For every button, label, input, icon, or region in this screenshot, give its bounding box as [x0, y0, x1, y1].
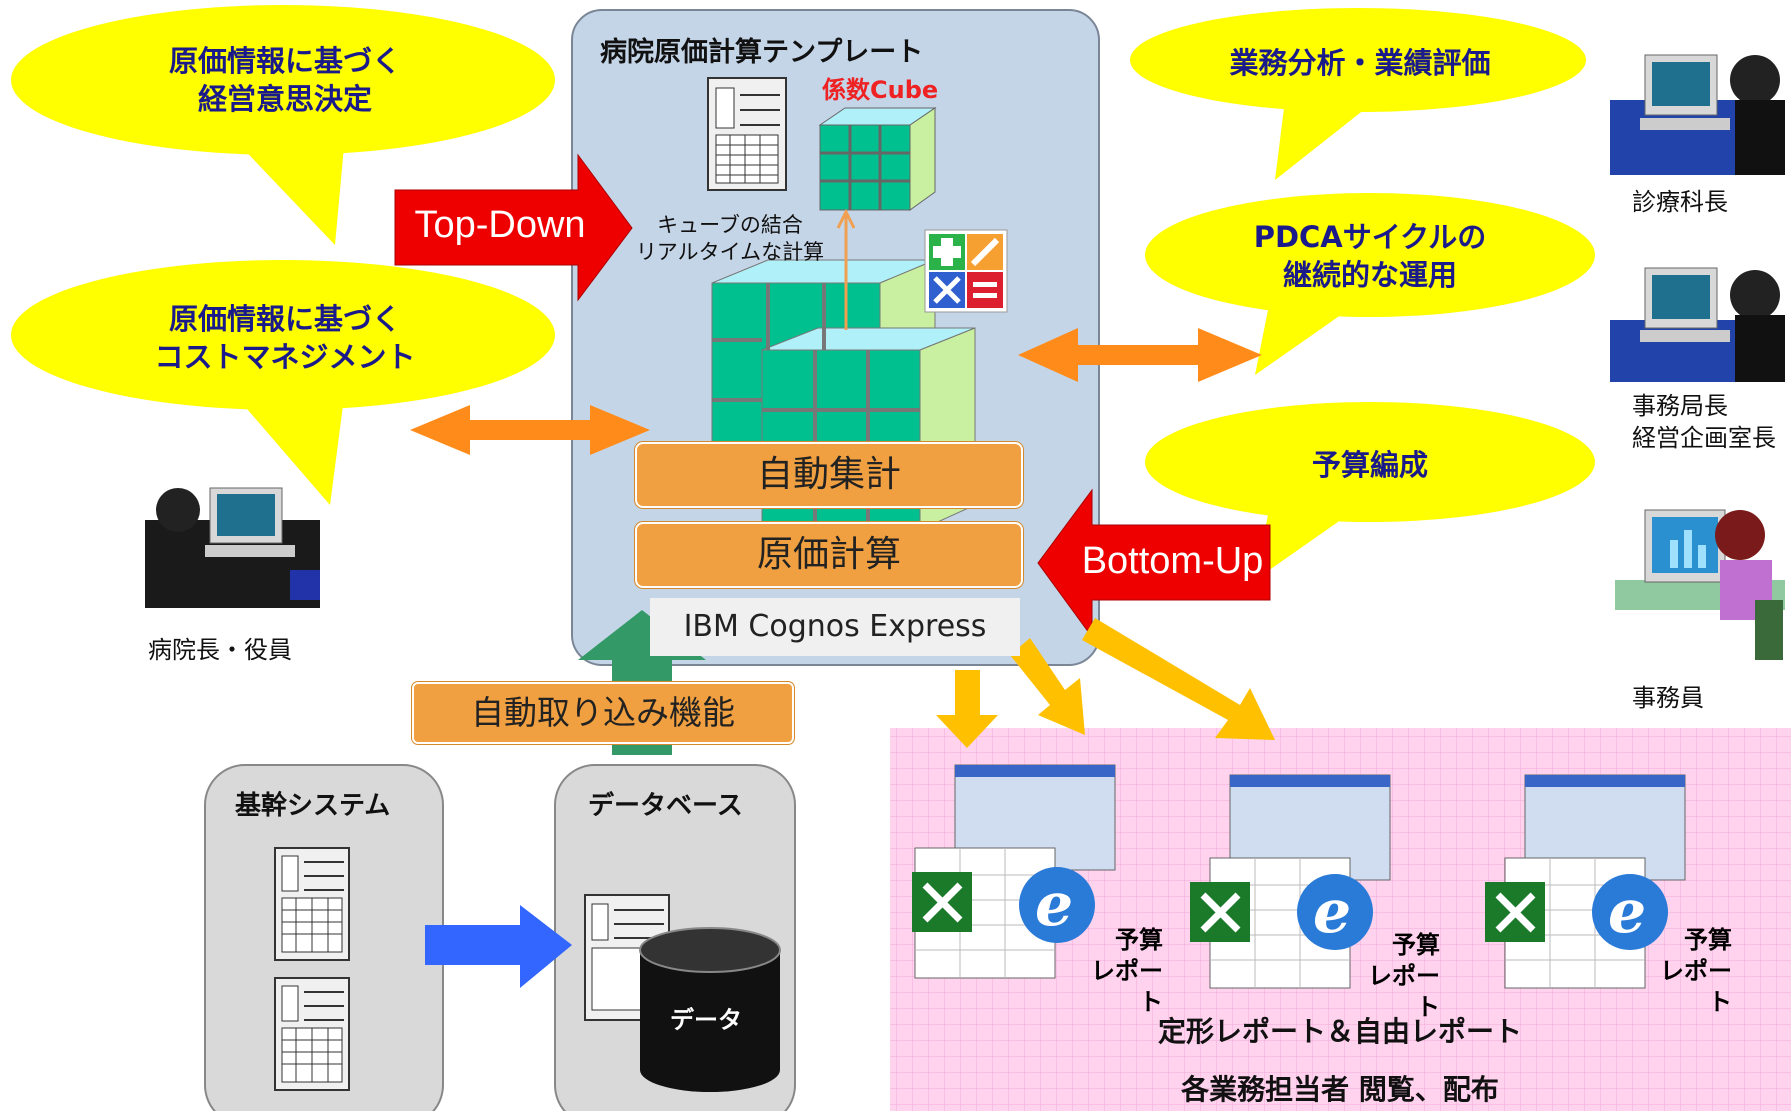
- svg-text:e: e: [1608, 877, 1646, 947]
- core-server-icon-1: [274, 847, 350, 961]
- bubble-decision: [11, 5, 555, 245]
- cube-link-arrow: [836, 208, 856, 330]
- svg-text:e: e: [1035, 870, 1073, 940]
- report-label-2-line2: レポート: [1368, 962, 1440, 1021]
- report-group-1: e: [912, 764, 1116, 979]
- coefficient-cube-label: 係数Cube: [822, 76, 939, 104]
- secretariat-line1: 事務局長: [1632, 392, 1728, 420]
- director-person-icon: [145, 487, 320, 608]
- bubble-decision-line2: 経営意思決定: [197, 82, 372, 116]
- top-down-label: Top-Down: [414, 204, 586, 246]
- calculation-icon: [924, 229, 1008, 313]
- double-arrow-left: [410, 405, 650, 455]
- secretariat-line2: 経営企画室長: [1632, 424, 1776, 452]
- core-system-title: 基幹システム: [235, 791, 391, 821]
- report-distribution: 各業務担当者 閲覧、配布: [1181, 1073, 1499, 1106]
- bubble-pdca-text: PDCAサイクルの 継続的な運用: [1195, 218, 1545, 294]
- report-label-2: 予算 レポート: [1345, 930, 1440, 1023]
- report-label-2-line1: 予算: [1392, 931, 1440, 959]
- bubble-pdca-line2: 継続的な運用: [1282, 258, 1457, 292]
- report-label-1: 予算 レポート: [1068, 925, 1163, 1018]
- bubble-budget-text: 予算編成: [1311, 448, 1428, 482]
- coefficient-cube: [818, 107, 937, 211]
- bubble-decision-line1: 原価情報に基づく: [168, 44, 401, 78]
- cost-calc-box: 原価計算: [635, 522, 1023, 588]
- bubble-cost-line2: コストマネジメント: [154, 340, 416, 374]
- report-label-3-line2: レポート: [1660, 957, 1732, 1016]
- secretariat-person-icon: [1610, 267, 1785, 382]
- double-arrow-right: [1018, 328, 1262, 382]
- report-label-1-line1: 予算: [1115, 926, 1163, 954]
- svg-text:e: e: [1313, 877, 1351, 947]
- blue-right-arrow: [425, 905, 572, 988]
- top-down-arrow: [394, 153, 633, 302]
- bubble-pdca-line1: PDCAサイクルの: [1253, 220, 1487, 254]
- bubble-decision-text: 原価情報に基づく 経営意思決定: [110, 42, 460, 118]
- template-title: 病院原価計算テンプレート: [600, 37, 924, 68]
- report-label-3: 予算 レポート: [1637, 925, 1732, 1018]
- bottom-up-label: Bottom-Up: [1081, 540, 1264, 582]
- bubble-analysis-text: 業務分析・業績評価: [1229, 46, 1491, 80]
- cube-note-line1: キューブの結合: [657, 213, 803, 237]
- report-caption: 定形レポート＆自由レポート: [1157, 1015, 1522, 1048]
- auto-import-box: 自動取り込み機能: [412, 682, 794, 744]
- bottom-up-arrow: [1037, 488, 1271, 639]
- director-label: 病院長・役員: [148, 636, 292, 664]
- dept-head-person-icon: [1610, 54, 1785, 175]
- database-title: データベース: [588, 791, 743, 821]
- report-group-2: e: [1190, 774, 1391, 989]
- cube-note: キューブの結合 リアルタイムな計算: [630, 212, 830, 266]
- bubble-analysis: [1130, 8, 1586, 180]
- database-cylinder-icon: [639, 927, 781, 1092]
- dept-head-label: 診療科長: [1632, 188, 1728, 216]
- server-icon: [707, 77, 787, 191]
- report-label-3-line1: 予算: [1684, 926, 1732, 954]
- core-server-icon-2: [274, 977, 350, 1091]
- bubble-cost-text: 原価情報に基づく コストマネジメント: [110, 300, 460, 376]
- clerk-label: 事務員: [1632, 684, 1704, 712]
- cube-note-line2: リアルタイムな計算: [635, 240, 825, 264]
- bubble-cost: [11, 260, 555, 505]
- bubble-budget: [1145, 402, 1595, 580]
- bubble-cost-line1: 原価情報に基づく: [168, 302, 401, 336]
- report-label-1-line2: レポート: [1091, 957, 1163, 1016]
- secretariat-label: 事務局長 経営企画室長: [1632, 390, 1776, 454]
- report-group-3: e: [1485, 774, 1686, 989]
- report-arrows: [936, 618, 1275, 748]
- data-cylinder-label: データ: [670, 1006, 742, 1034]
- product-label: IBM Cognos Express: [650, 598, 1020, 656]
- auto-sum-box: 自動集計: [635, 442, 1023, 508]
- bubble-pdca: [1145, 193, 1595, 375]
- clerk-person-icon: [1615, 509, 1785, 660]
